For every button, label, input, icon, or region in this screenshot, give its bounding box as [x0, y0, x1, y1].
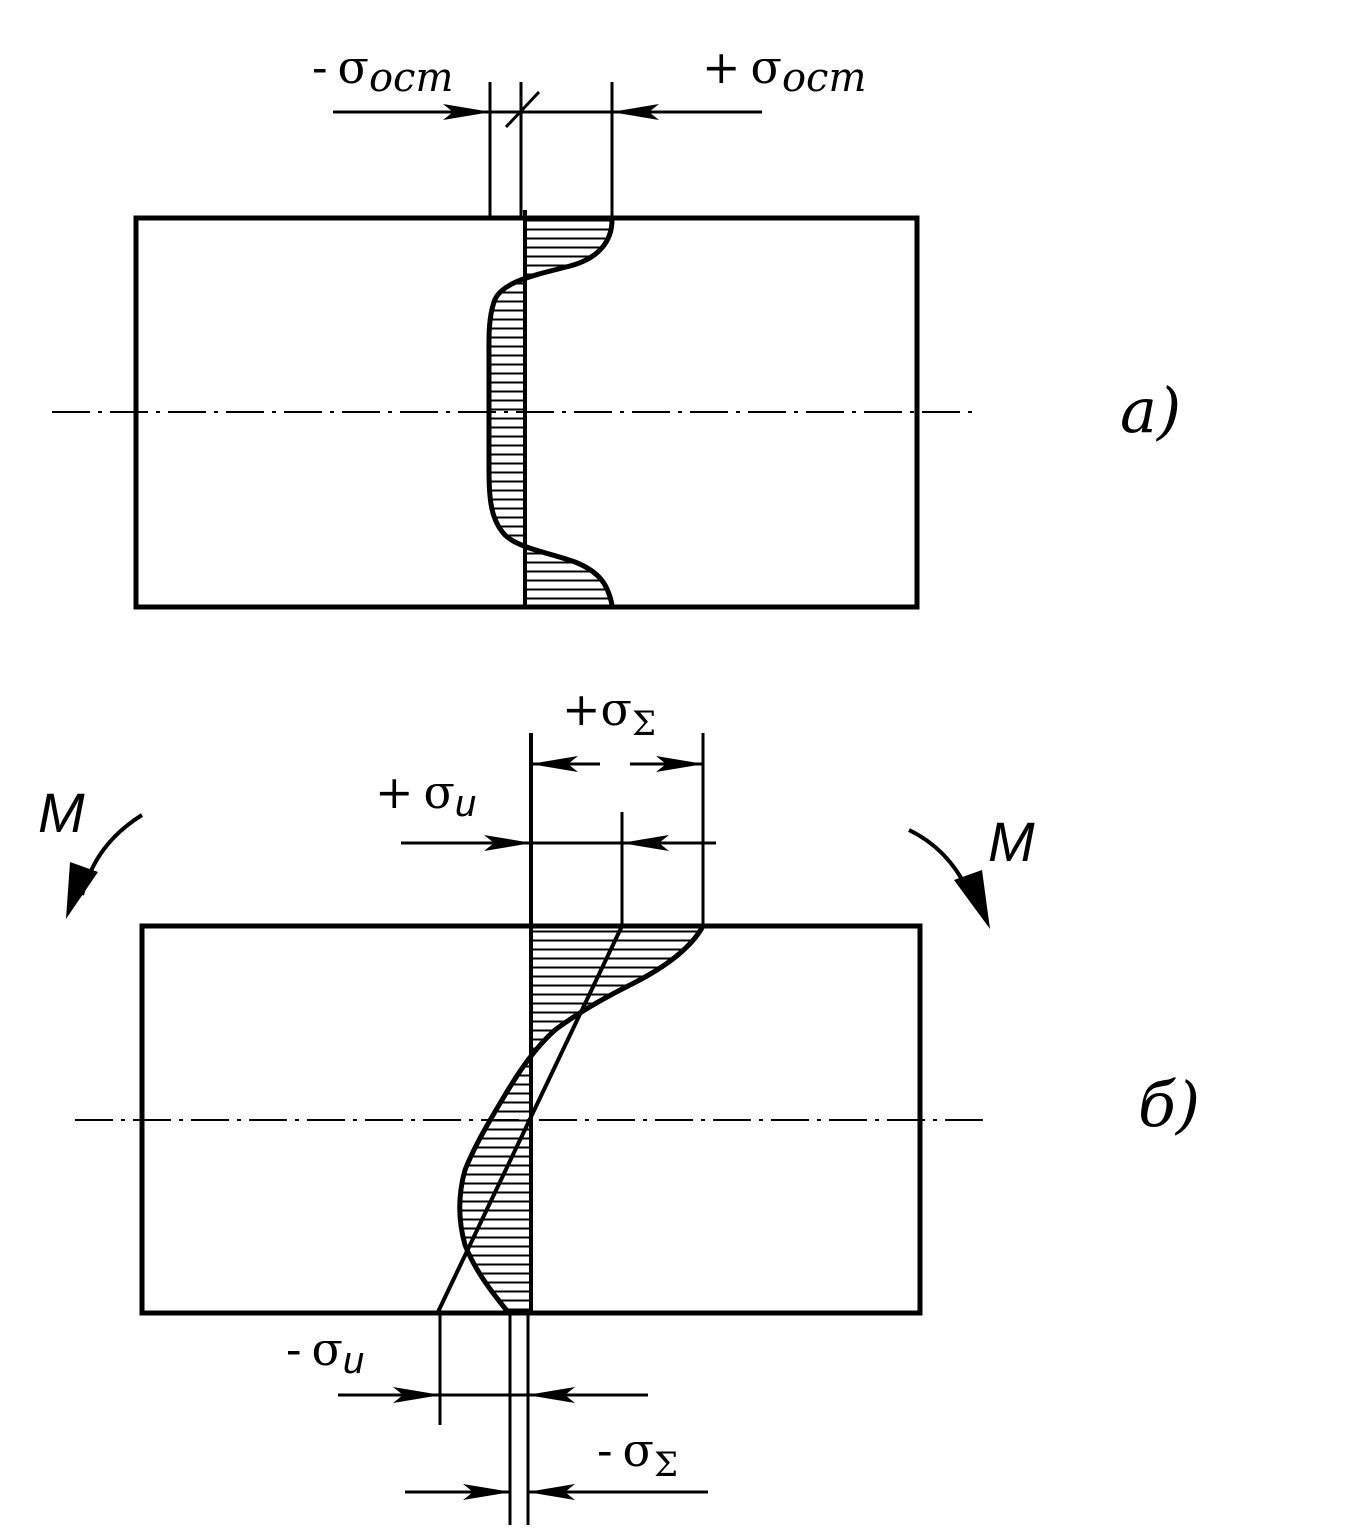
combined-stress-curve — [457, 924, 706, 1314]
moment-arrowhead-left — [66, 862, 98, 919]
figure-b: M M +σΣ +σu -σu -σΣ б) — [38, 682, 1200, 1525]
moment-label-left: M — [38, 781, 85, 844]
residual-stress-curve — [486, 219, 615, 606]
moment-arrow-left — [80, 813, 144, 896]
residual-stress-hatch — [488, 220, 612, 605]
moment-label-right: M — [988, 810, 1035, 873]
figure-a: -σост +σост а) — [52, 40, 1181, 610]
tick-a — [504, 90, 541, 129]
label-bend-pos: +σu — [375, 765, 476, 825]
figure-b-label: б) — [1138, 1068, 1200, 1141]
label-neg-residual: -σост — [312, 40, 453, 101]
label-sum-neg: -σΣ — [597, 1423, 678, 1485]
moment-arrowhead-right — [954, 870, 990, 929]
combined-stress-hatch — [459, 926, 703, 1312]
figure-a-label: а) — [1120, 374, 1181, 447]
label-bend-neg: -σu — [286, 1322, 364, 1382]
label-sum-pos: +σΣ — [562, 682, 656, 744]
label-pos-residual: +σост — [702, 40, 866, 101]
